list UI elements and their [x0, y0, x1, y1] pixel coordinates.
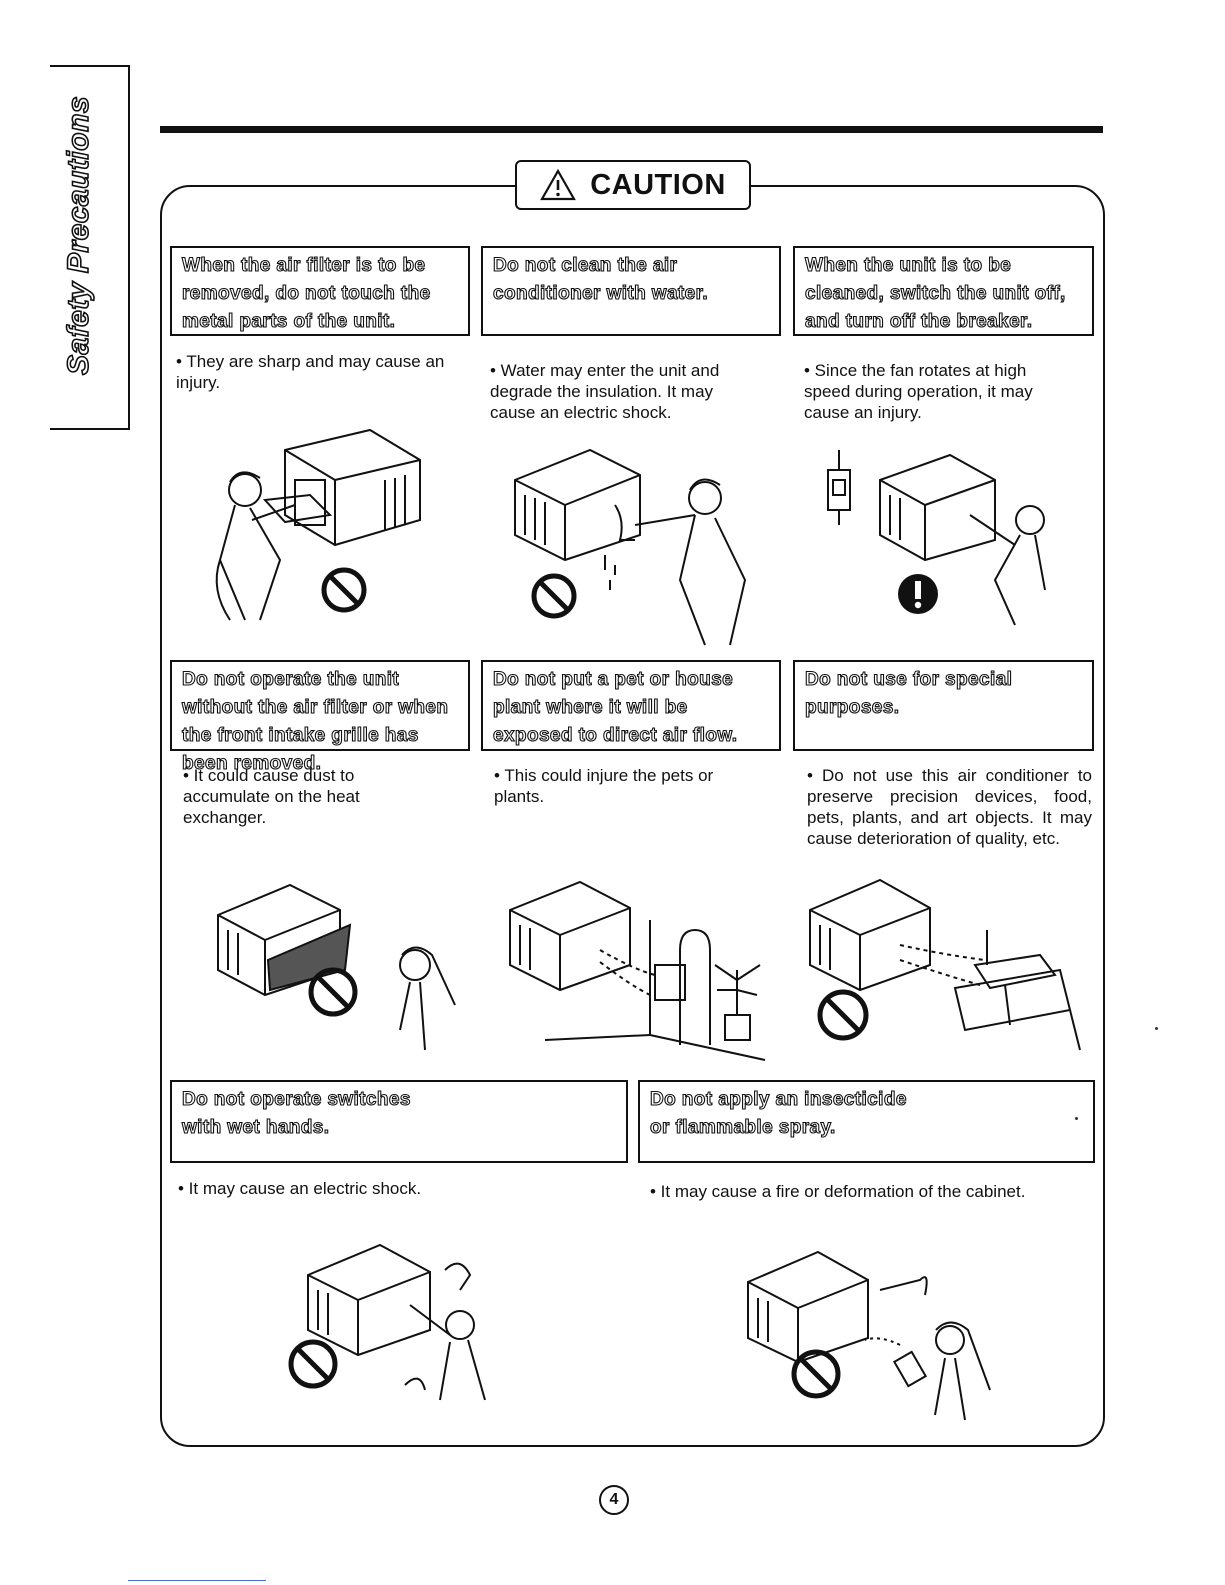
heading-box-special-purposes: Do not use for special purposes.	[793, 660, 1094, 751]
stray-dot	[1075, 1117, 1078, 1120]
heading-box-no-filter-operation: Do not operate the unit without the air …	[170, 660, 470, 775]
heading-box-insecticide-spray: Do not apply an insecticide or flammable…	[638, 1080, 1095, 1163]
heading-box-switch-off-breaker: When the unit is to be cleaned, switch t…	[793, 246, 1094, 336]
body-text: • Do not use this air conditioner to pre…	[807, 766, 1092, 848]
illustration-grille-removed	[217, 883, 456, 1051]
heading-text: Do not operate the unit without the air …	[181, 668, 449, 774]
heading-text: Do not apply an insecticide or flammable…	[649, 1088, 907, 1138]
prohibition-icon	[531, 573, 577, 619]
body-text: • It could cause dust to accumulate on t…	[183, 766, 360, 827]
heading-text: Do not clean the air conditioner with wa…	[492, 254, 709, 304]
mandatory-action-icon	[898, 574, 938, 614]
illustration-removing-filter	[215, 428, 421, 621]
illustration-switch-off-cleaning	[827, 450, 1046, 626]
warning-triangle-icon	[540, 169, 577, 201]
bottom-underline	[128, 1580, 266, 1581]
heading-box-no-water-cleaning: Do not clean the air conditioner with wa…	[481, 246, 781, 336]
page-number: 4	[599, 1485, 629, 1515]
heading-box-wet-hands: Do not operate switches with wet hands.	[170, 1080, 628, 1163]
illustration-special-purposes	[809, 878, 1081, 1051]
side-tab-title: Safety Precautions	[61, 95, 96, 376]
heading-text: When the unit is to be cleaned, switch t…	[804, 254, 1066, 332]
prohibition-icon	[288, 1339, 338, 1389]
prohibition-icon	[791, 1349, 841, 1399]
heading-text: When the air filter is to be removed, do…	[181, 254, 431, 332]
illustration-pet-plant-airflow	[509, 880, 766, 1061]
body-text: • Water may enter the unit and degrade t…	[490, 361, 720, 422]
side-tab	[50, 65, 130, 430]
caution-label: CAUTION	[590, 168, 726, 201]
heading-text: Do not use for special purposes.	[804, 668, 1013, 718]
prohibition-icon	[321, 567, 367, 613]
body-text: • They are sharp and may cause an injury…	[176, 352, 445, 392]
heading-box-air-filter-metal-parts: When the air filter is to be removed, do…	[170, 246, 470, 336]
heading-box-pets-plants-airflow: Do not put a pet or house plant where it…	[481, 660, 781, 751]
heading-text: Do not put a pet or house plant where it…	[492, 668, 738, 746]
caution-header: CAUTION	[515, 160, 751, 210]
body-text: • It may cause a fire or deformation of …	[650, 1182, 1026, 1201]
illustration-insecticide-spray	[747, 1250, 991, 1421]
prohibition-icon	[817, 989, 869, 1041]
body-text: • Since the fan rotates at high speed du…	[804, 361, 1033, 422]
body-text: • It may cause an electric shock.	[178, 1179, 422, 1198]
top-rule	[160, 126, 1103, 133]
stray-dot	[1155, 1027, 1158, 1030]
illustration-cleaning-with-water	[514, 448, 747, 646]
body-text: • This could injure the pets or plants.	[494, 766, 714, 806]
illustration-wet-hands-switch	[307, 1243, 486, 1401]
prohibition-icon	[308, 967, 358, 1017]
heading-text: Do not operate switches with wet hands.	[181, 1088, 411, 1138]
